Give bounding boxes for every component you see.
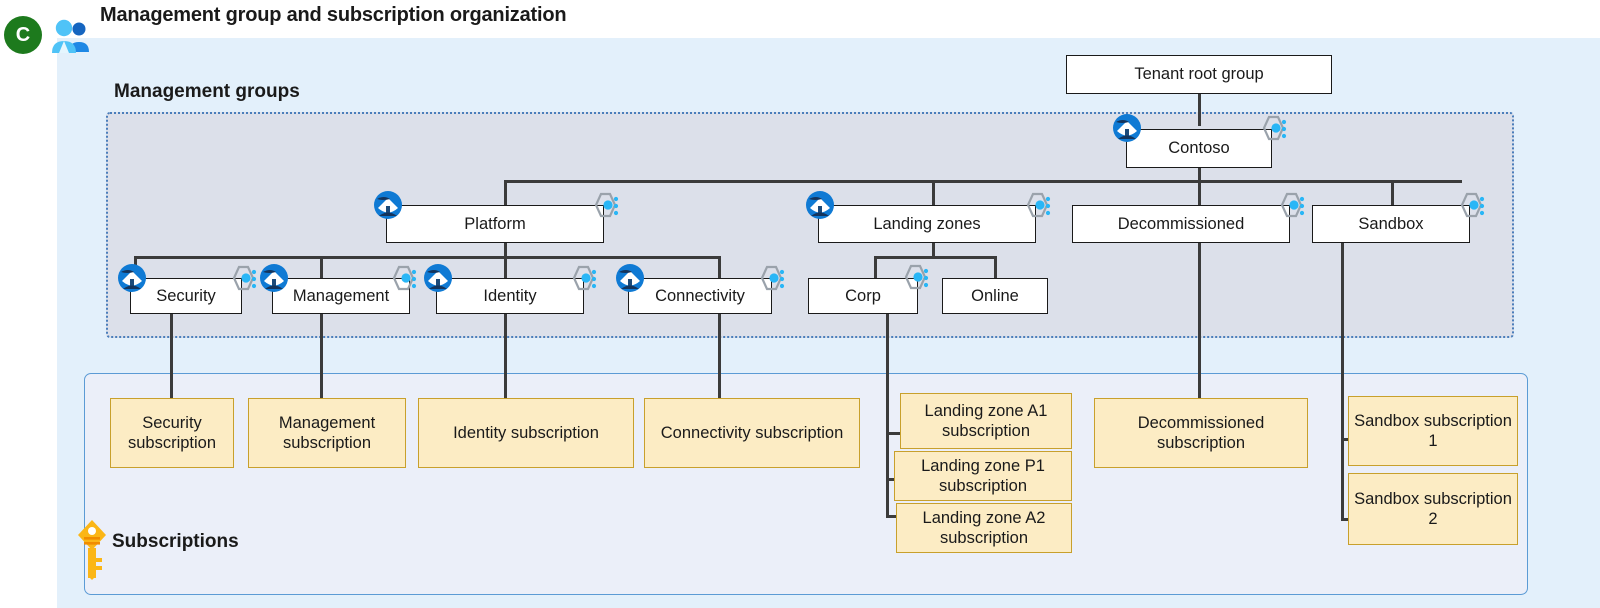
contoso-c-letter: C <box>15 23 31 46</box>
subscription-label: Landing zone A2 subscription <box>922 508 1046 547</box>
node-label: Security <box>156 286 216 305</box>
subscriptions-title: Subscriptions <box>112 531 239 552</box>
node-label: Sandbox <box>1358 214 1424 233</box>
key-icon <box>78 520 106 580</box>
connector-connectivity-subscription <box>718 314 721 398</box>
node-label: Connectivity <box>655 286 745 305</box>
connector-platform-children-bus <box>134 256 720 259</box>
connector-landingzones-down <box>932 242 935 258</box>
node-connectivity[interactable]: Connectivity <box>628 278 772 314</box>
connector-bus-management <box>320 256 323 278</box>
subscription-label: Security subscription <box>127 413 217 452</box>
subscription-sandbox-1[interactable]: Sandbox subscription 1 <box>1348 396 1518 466</box>
node-platform[interactable]: Platform <box>386 205 604 243</box>
subscription-security[interactable]: Security subscription <box>110 398 234 468</box>
connector-bus-connectivity <box>718 256 721 278</box>
connector-security-subscription <box>170 314 173 398</box>
node-contoso[interactable]: Contoso <box>1126 129 1272 168</box>
node-sandbox[interactable]: Sandbox <box>1312 205 1470 243</box>
connector-corp-trunk <box>886 314 889 518</box>
subscription-connectivity[interactable]: Connectivity subscription <box>644 398 860 468</box>
subscription-label: Decommissioned subscription <box>1137 413 1265 452</box>
connector-bus-security <box>134 256 137 278</box>
node-label: Contoso <box>1168 139 1230 158</box>
connector-sandbox-trunk <box>1341 241 1344 521</box>
subscription-identity[interactable]: Identity subscription <box>418 398 634 468</box>
node-identity[interactable]: Identity <box>436 278 584 314</box>
node-label: Landing zones <box>873 214 981 233</box>
node-label: Management <box>292 286 390 305</box>
node-label: Tenant root group <box>1134 65 1264 84</box>
connector-bus-identity <box>504 256 507 278</box>
subscription-sandbox-2[interactable]: Sandbox subscription 2 <box>1348 473 1518 545</box>
page-title: Management group and subscription organi… <box>100 4 567 26</box>
subscription-decommissioned[interactable]: Decommissioned subscription <box>1094 398 1308 468</box>
node-management[interactable]: Management <box>272 278 410 314</box>
subscription-management[interactable]: Management subscription <box>248 398 406 468</box>
subscription-landing-zone-a1[interactable]: Landing zone A1 subscription <box>900 393 1072 449</box>
connector-corp-lz-a1 <box>886 432 902 435</box>
connector-bus-decommissioned <box>1198 180 1201 205</box>
node-decommissioned[interactable]: Decommissioned <box>1072 205 1290 243</box>
node-label: Identity <box>483 286 537 305</box>
subscription-label: Connectivity subscription <box>660 423 844 442</box>
connector-bus-online <box>994 256 997 278</box>
node-landing-zones[interactable]: Landing zones <box>818 205 1036 243</box>
node-tenant-root-group[interactable]: Tenant root group <box>1066 55 1332 94</box>
users-icon <box>52 19 89 53</box>
connector-tier2-bus <box>504 180 1462 183</box>
node-security[interactable]: Security <box>130 278 242 314</box>
node-label: Online <box>971 286 1019 305</box>
connector-bus-platform <box>504 180 507 205</box>
subscription-label: Identity subscription <box>453 423 599 442</box>
connector-identity-subscription <box>504 314 507 398</box>
connector-bus-corp <box>874 256 877 278</box>
connector-decommissioned-subscription <box>1198 241 1201 398</box>
subscription-label: Landing zone A1 subscription <box>924 401 1048 440</box>
node-label: Platform <box>464 214 526 233</box>
connector-platform-down <box>504 242 507 258</box>
subscription-label: Sandbox subscription 2 <box>1354 489 1512 528</box>
connector-tenant-contoso <box>1198 94 1201 126</box>
node-label: Corp <box>845 286 881 305</box>
management-groups-title: Management groups <box>114 81 300 102</box>
subscription-label: Sandbox subscription 1 <box>1354 411 1512 450</box>
connector-management-subscription <box>320 314 323 398</box>
node-online[interactable]: Online <box>942 278 1048 314</box>
connector-contoso-down <box>1198 168 1201 182</box>
connector-bus-landingzones <box>932 180 935 205</box>
node-label: Decommissioned <box>1117 214 1245 233</box>
contoso-c-icon: C <box>4 16 42 54</box>
connector-lz-children-bus <box>874 256 996 259</box>
subscription-landing-zone-a2[interactable]: Landing zone A2 subscription <box>896 503 1072 553</box>
connector-corp-lz-a2 <box>886 515 902 518</box>
subscription-landing-zone-p1[interactable]: Landing zone P1 subscription <box>894 451 1072 501</box>
node-corp[interactable]: Corp <box>808 278 918 314</box>
subscription-label: Landing zone P1 subscription <box>921 456 1045 495</box>
subscription-label: Management subscription <box>278 413 376 452</box>
connector-bus-sandbox <box>1391 180 1394 205</box>
